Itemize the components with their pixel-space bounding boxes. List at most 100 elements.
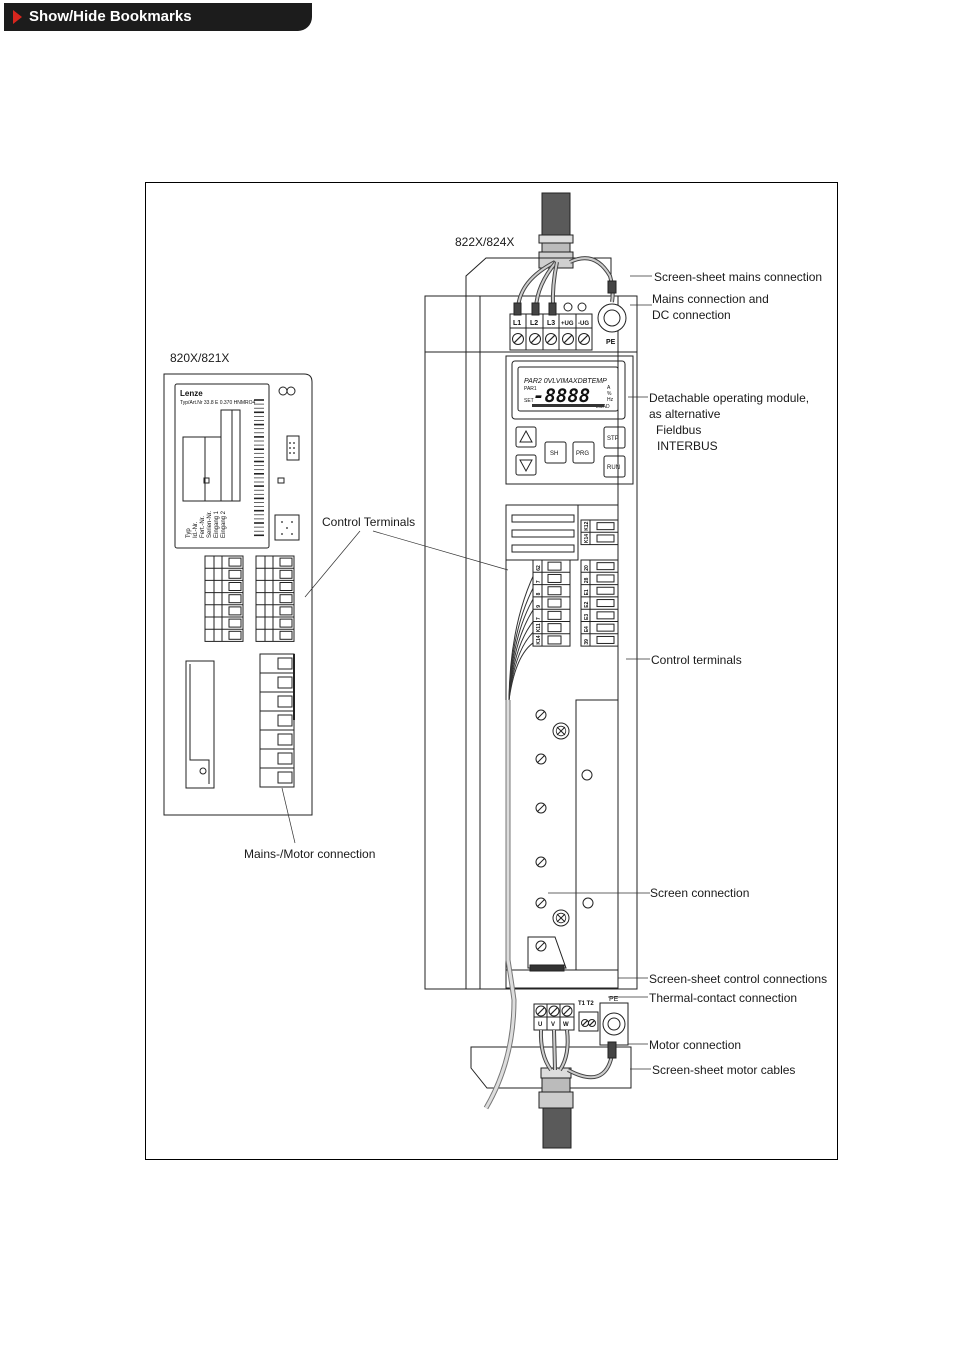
nameplate-rows: Typ Id.-Nr. Fert.-Nr. Serien-Nr. Eingang… xyxy=(186,510,227,538)
terminal-slot xyxy=(279,557,293,567)
terminal-slot xyxy=(277,752,293,765)
terminal-slot xyxy=(596,635,615,644)
model-822x-label: 822X/824X xyxy=(455,235,514,249)
terminal-number: E3 xyxy=(584,614,590,620)
model-820x-label: 820X/821X xyxy=(170,351,229,365)
run-button xyxy=(603,455,626,478)
screen-connection-label: Screen connection xyxy=(650,886,749,900)
terminal-slot xyxy=(547,623,562,633)
bookmarks-toggle-label: Show/Hide Bookmarks xyxy=(29,8,192,25)
terminal-slot xyxy=(228,630,242,640)
thermal-terminal-label: T1 T2 xyxy=(578,1001,594,1007)
terminal-slot xyxy=(596,611,615,620)
motor-connection-label: Motor connection xyxy=(649,1038,741,1052)
nameplate-row: Eingang 1 xyxy=(214,510,220,538)
sh-button xyxy=(544,441,567,464)
terminal-slot xyxy=(596,586,615,595)
down-button xyxy=(515,454,537,476)
terminal-plus-ug: +UG xyxy=(561,321,574,327)
terminal-slot xyxy=(596,522,615,531)
screen-screws xyxy=(535,709,570,952)
mains-dc-label-line2: DC connection xyxy=(652,308,731,322)
brand-logo: Lenze xyxy=(180,389,203,398)
terminal-slot xyxy=(279,569,293,579)
control-terminals-right-label: Control terminals xyxy=(651,653,742,667)
prg-button xyxy=(572,441,595,464)
thermal-contact-label: Thermal-contact connection xyxy=(649,991,797,1005)
controller-820x xyxy=(163,373,313,816)
terminal-number: E1 xyxy=(584,589,590,595)
terminal-slot xyxy=(547,586,562,596)
terminal-number: E2 xyxy=(584,601,590,607)
terminal-l2: L2 xyxy=(530,320,538,327)
operating-module-label-line2: as alternative xyxy=(649,407,721,421)
mains-motor-label: Mains-/Motor connection xyxy=(244,847,375,861)
operating-module-label-line1: Detachable operating module, xyxy=(649,391,809,405)
terminal-slot xyxy=(228,594,242,604)
mains-dc-label-line1: Mains connection and xyxy=(652,292,769,306)
terminal-slot xyxy=(596,534,615,543)
nameplate xyxy=(174,383,270,549)
display-set: SET xyxy=(524,398,534,404)
barcode xyxy=(254,399,264,537)
nameplate-fine-print: Typ/Art.Nr 33.8 E 0.370 HNMRO4 xyxy=(180,400,256,406)
terminal-slot xyxy=(547,610,562,620)
terminal-slot xyxy=(277,733,293,746)
terminal-number: 62 xyxy=(536,565,542,571)
terminal-slot xyxy=(547,598,562,608)
terminal-block xyxy=(204,555,244,642)
terminal-number: 8 xyxy=(536,592,542,595)
display-unit-a: A xyxy=(607,385,611,391)
display-digits: -8888 xyxy=(533,385,590,407)
terminal-slot xyxy=(547,573,562,583)
terminal-slot xyxy=(596,562,615,571)
stp-button-label: STP xyxy=(607,436,619,442)
terminal-slot xyxy=(547,561,562,571)
stp-button xyxy=(603,426,626,449)
terminal-number: E4 xyxy=(584,626,590,632)
nameplate-row: Fert.-Nr. xyxy=(200,516,206,538)
operating-module-label-line4: INTERBUS xyxy=(657,439,718,453)
terminal-slot xyxy=(547,635,562,645)
terminal-slot xyxy=(277,657,293,670)
terminal-l3: L3 xyxy=(547,320,555,327)
display-top-text: PAR2 0VLVIMAXDBTEMP xyxy=(524,378,607,385)
leader-lines xyxy=(281,275,652,1070)
operating-module-label-line3: Fieldbus xyxy=(656,423,701,437)
terminal-number: K14 xyxy=(584,534,590,543)
run-button-label: RUN xyxy=(607,465,620,471)
terminal-slot xyxy=(279,594,293,604)
terminal-slot xyxy=(596,623,615,632)
pe-label-top: PE xyxy=(606,339,616,346)
screen-sheet-control-label: Screen-sheet control connections xyxy=(649,972,827,986)
terminal-number: 7 xyxy=(536,617,542,620)
screen-sheet-motor-label: Screen-sheet motor cables xyxy=(652,1063,795,1077)
terminal-slot xyxy=(277,676,293,689)
controller-822x xyxy=(424,192,638,1149)
prg-button-label: PRG xyxy=(576,451,589,457)
motor-terminal-u: U xyxy=(538,1022,542,1028)
display-load-bar xyxy=(532,404,604,407)
nameplate-row: Serien-Nr. xyxy=(207,511,213,538)
display-unit-percent: % xyxy=(607,391,612,397)
bookmarks-toggle-button[interactable]: Show/Hide Bookmarks xyxy=(4,3,312,31)
terminal-number: K12 xyxy=(584,521,590,530)
terminal-slot xyxy=(277,714,293,727)
terminal-slot xyxy=(228,557,242,567)
nameplate-row: Eingang 2 xyxy=(221,510,227,538)
terminal-block xyxy=(255,555,295,642)
motor-cable xyxy=(542,1107,572,1149)
terminal-slot xyxy=(279,630,293,640)
terminal-number: 20 xyxy=(584,565,590,571)
display-unit-hz: Hz xyxy=(607,397,614,403)
triangle-right-icon xyxy=(13,10,22,24)
terminal-number: K14 xyxy=(536,635,542,644)
terminal-slot xyxy=(228,618,242,628)
terminal-slot xyxy=(279,582,293,591)
sh-button-label: SH xyxy=(550,451,558,457)
terminal-blocks-820x xyxy=(204,555,295,788)
terminal-minus-ug: -UG xyxy=(578,321,589,327)
terminal-slot xyxy=(596,574,615,583)
